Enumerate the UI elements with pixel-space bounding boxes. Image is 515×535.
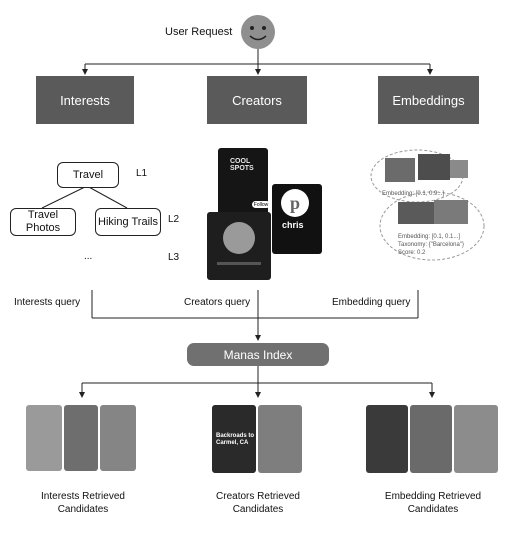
interests-result-card-1	[26, 405, 62, 471]
embedding-result-card-2	[410, 405, 452, 473]
embedding-2-text: Embedding: [0.1, 0.1...]	[398, 234, 461, 240]
creators-result-card-2	[258, 405, 302, 473]
taxonomy-root-node: Travel	[57, 162, 119, 188]
embedding-thumb-3	[450, 160, 468, 178]
interests-results-caption: Interests Retrieved Candidates	[41, 491, 125, 515]
manas-index-box: Manas Index	[187, 343, 329, 366]
embedding-thumb-5	[434, 200, 468, 224]
embedding-result-card-3	[454, 405, 498, 473]
interests-result-card-2	[64, 405, 98, 471]
creators-result-card-text: Backroads to Carmel, CA	[216, 433, 255, 446]
creator-follow-button: Follow	[252, 201, 270, 208]
creator-card-bottom	[207, 212, 271, 280]
embedding-cluster-2	[379, 191, 485, 261]
creator-avatar	[223, 222, 255, 254]
embeddings-box: Embeddings	[378, 76, 479, 124]
embedding-query-label: Embedding query	[332, 297, 411, 308]
embedding-thumb-1	[385, 158, 415, 182]
tree-edge-right	[86, 185, 128, 209]
smiley-face-icon	[241, 15, 275, 49]
level-label-l2: L2	[168, 214, 180, 225]
pinterest-logo-icon: p	[281, 189, 309, 217]
embedding-score-text: Score: 0.2	[398, 250, 426, 256]
embedding-taxonomy-text: Taxonomy: {"Barcelona"}	[398, 242, 464, 248]
embedding-1-text: Embedding: [0.1, 0.9...]	[382, 191, 445, 197]
embedding-result-card-1	[366, 405, 408, 473]
interests-query-label: Interests query	[14, 297, 81, 308]
creators-results-caption: Creators Retrieved Candidates	[216, 491, 300, 515]
embedding-thumb-2	[418, 154, 450, 180]
creators-result-card-1: Backroads to Carmel, CA	[212, 405, 256, 473]
creator-card-caption-bar	[217, 262, 261, 265]
svg-text:p: p	[290, 193, 300, 213]
taxonomy-ellipsis: ...	[84, 251, 93, 262]
interests-result-card-3	[100, 405, 136, 471]
interests-box: Interests	[36, 76, 134, 124]
user-request-label: User Request	[165, 26, 233, 38]
creator-profile-name: chris	[282, 220, 304, 230]
creator-card-top-text: COOL SPOTS	[230, 158, 254, 172]
taxonomy-child-left: Travel Photos	[10, 208, 76, 236]
tree-edge-left	[41, 185, 88, 209]
creators-query-label: Creators query	[184, 297, 251, 308]
embedding-thumb-4	[398, 202, 434, 224]
creators-box: Creators	[207, 76, 307, 124]
creator-profile-card: p chris	[272, 184, 322, 254]
embedding-results-caption: Embedding Retrieved Candidates	[384, 491, 482, 515]
taxonomy-child-right: Hiking Trails	[95, 208, 161, 236]
level-label-l3: L3	[168, 252, 180, 263]
level-label-l1: L1	[136, 168, 148, 179]
